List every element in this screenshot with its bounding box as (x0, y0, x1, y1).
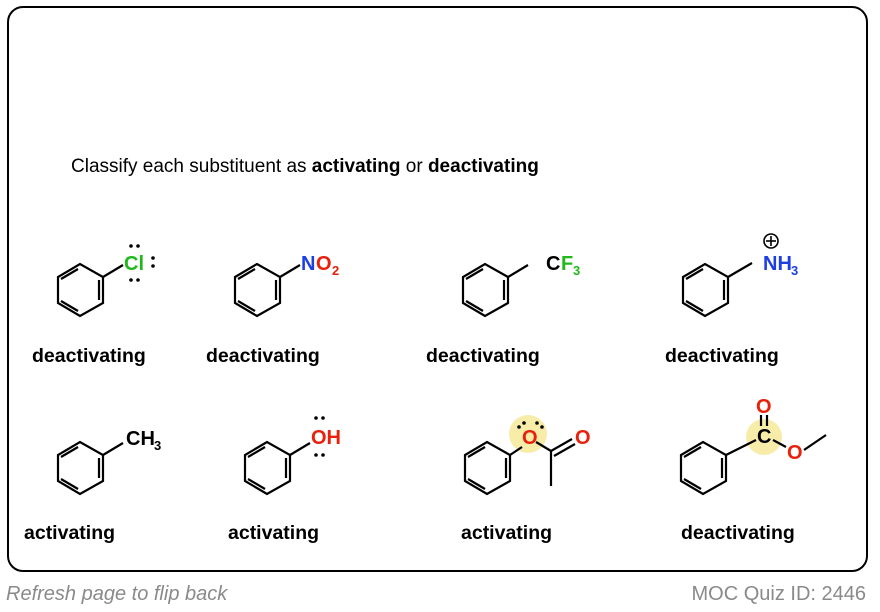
molecule-label: activating (24, 522, 116, 544)
molecule-label: deactivating (206, 345, 320, 367)
svg-text:CH: CH (126, 428, 155, 450)
svg-text:C: C (757, 426, 771, 448)
molecule-toluene: CH 3 (56, 428, 161, 496)
svg-text:O: O (575, 427, 591, 449)
refresh-hint: Refresh page to flip back (6, 583, 228, 605)
prompt-activating: activating (311, 156, 401, 177)
svg-text:3: 3 (791, 263, 798, 278)
question-prompt: Classify each substituent as activating … (71, 156, 539, 178)
molecule-label: deactivating (32, 345, 146, 367)
molecule-label: deactivating (681, 522, 795, 544)
prompt-or: or (400, 156, 428, 177)
molecule-chlorobenzene: Cl (56, 244, 155, 318)
molecule-label: activating (228, 522, 320, 544)
quiz-id: MOC Quiz ID: 2446 (691, 583, 866, 605)
svg-text:C: C (546, 253, 560, 275)
molecule-phenyl-acetate: O O (463, 415, 591, 496)
svg-text:3: 3 (154, 438, 161, 453)
molecule-label: activating (461, 522, 553, 544)
molecule-methyl-benzoate: C O O (679, 396, 827, 496)
molecule-phenol: OH (243, 416, 341, 496)
prompt-deactivating: deactivating (427, 156, 539, 177)
svg-text:O: O (522, 427, 538, 449)
svg-text:F: F (561, 253, 573, 275)
prompt-text: Classify each substituent as (71, 156, 312, 177)
svg-text:3: 3 (573, 263, 580, 278)
molecule-label: deactivating (665, 345, 779, 367)
svg-text:O: O (756, 396, 772, 418)
svg-text:O: O (787, 442, 803, 464)
molecule-nitrobenzene: N O 2 (233, 253, 339, 318)
svg-text:2: 2 (332, 263, 339, 278)
molecule-trifluoromethylbenzene: C F 3 (461, 253, 580, 318)
svg-text:OH: OH (311, 427, 341, 449)
svg-text:O: O (316, 253, 332, 275)
svg-text:NH: NH (763, 253, 792, 275)
molecule-label: deactivating (426, 345, 540, 367)
svg-text:N: N (301, 253, 315, 275)
molecule-anilinium: NH 3 (681, 233, 798, 318)
svg-text:Cl: Cl (124, 253, 144, 275)
